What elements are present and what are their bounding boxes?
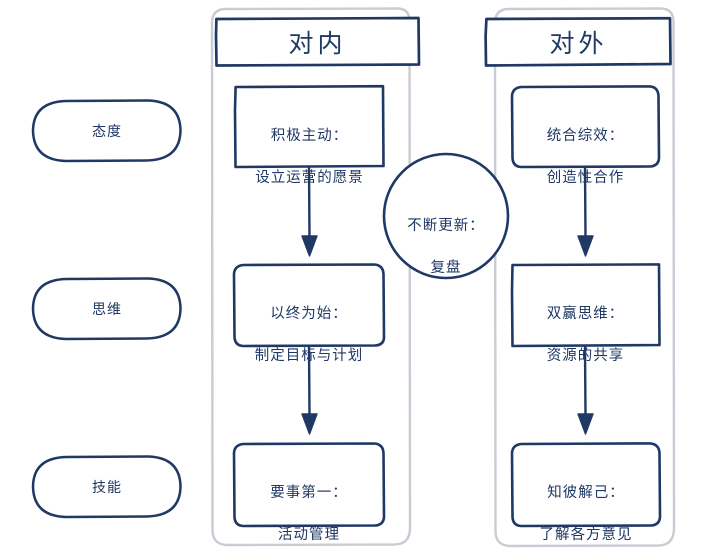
card-line1-first-things-first: 要事第一： xyxy=(270,485,348,502)
header-label-internal: 对内 xyxy=(288,30,347,58)
card-line2-begin-with-end: 制定目标与计划 xyxy=(254,348,364,365)
card-line1-win-win: 双赢思维： xyxy=(546,306,625,323)
card-label-proactive: 积极主动： 设立运营的愿景 xyxy=(235,105,384,189)
card-line1-seek-to-understand: 知彼解己： xyxy=(547,485,625,502)
card-begin-with-end[interactable] xyxy=(232,263,386,348)
card-proactive[interactable] xyxy=(233,84,385,169)
card-synergize[interactable] xyxy=(510,85,661,169)
arrow-internal-1-to-2 xyxy=(301,165,318,257)
card-line2-win-win: 资源的共享 xyxy=(546,348,625,365)
card-label-synergize: 统合综效： 创造性合作 xyxy=(512,105,659,189)
header-label-external: 对外 xyxy=(549,30,608,58)
pill-label-thinking: 思维 xyxy=(92,301,122,317)
card-label-begin-with-end: 以终为始： 制定目标与计划 xyxy=(234,283,384,367)
column-container-internal xyxy=(210,7,412,547)
card-seek-to-understand[interactable] xyxy=(510,442,662,528)
hub-circle-renew[interactable] xyxy=(382,152,510,280)
hub-line1: 不断更新： xyxy=(407,218,485,235)
column-container-external xyxy=(493,7,676,548)
pill-thinking[interactable] xyxy=(31,277,182,341)
card-line2-seek-to-understand: 了解各方意见 xyxy=(539,527,633,544)
pill-label-attitude: 态度 xyxy=(92,123,122,139)
card-label-win-win: 双赢思维： 资源的共享 xyxy=(512,283,659,367)
card-line1-synergize: 统合综效： xyxy=(546,128,625,145)
card-win-win[interactable] xyxy=(510,263,661,348)
card-line1-begin-with-end: 以终为始： xyxy=(270,306,348,323)
pill-label-skill: 技能 xyxy=(92,479,122,495)
arrow-external-1-to-2 xyxy=(577,165,594,257)
card-label-first-things-first: 要事第一： 活动管理 xyxy=(234,462,384,546)
hub-line2: 复盘 xyxy=(430,260,462,277)
arrow-external-2-to-3 xyxy=(577,344,594,435)
pill-attitude[interactable] xyxy=(31,99,182,163)
hub-label-renew: 不断更新： 复盘 xyxy=(384,195,508,279)
card-line2-proactive: 设立运营的愿景 xyxy=(255,170,364,187)
pill-skill[interactable] xyxy=(31,455,182,519)
arrow-internal-2-to-3 xyxy=(301,344,318,435)
card-first-things-first[interactable] xyxy=(232,442,386,528)
card-label-seek-to-understand: 知彼解己： 了解各方意见 xyxy=(512,462,660,546)
card-line2-synergize: 创造性合作 xyxy=(546,170,625,187)
header-box-internal xyxy=(214,16,421,67)
header-box-external xyxy=(484,16,672,67)
card-line1-proactive: 积极主动： xyxy=(270,128,349,145)
card-line2-first-things-first: 活动管理 xyxy=(278,527,340,544)
